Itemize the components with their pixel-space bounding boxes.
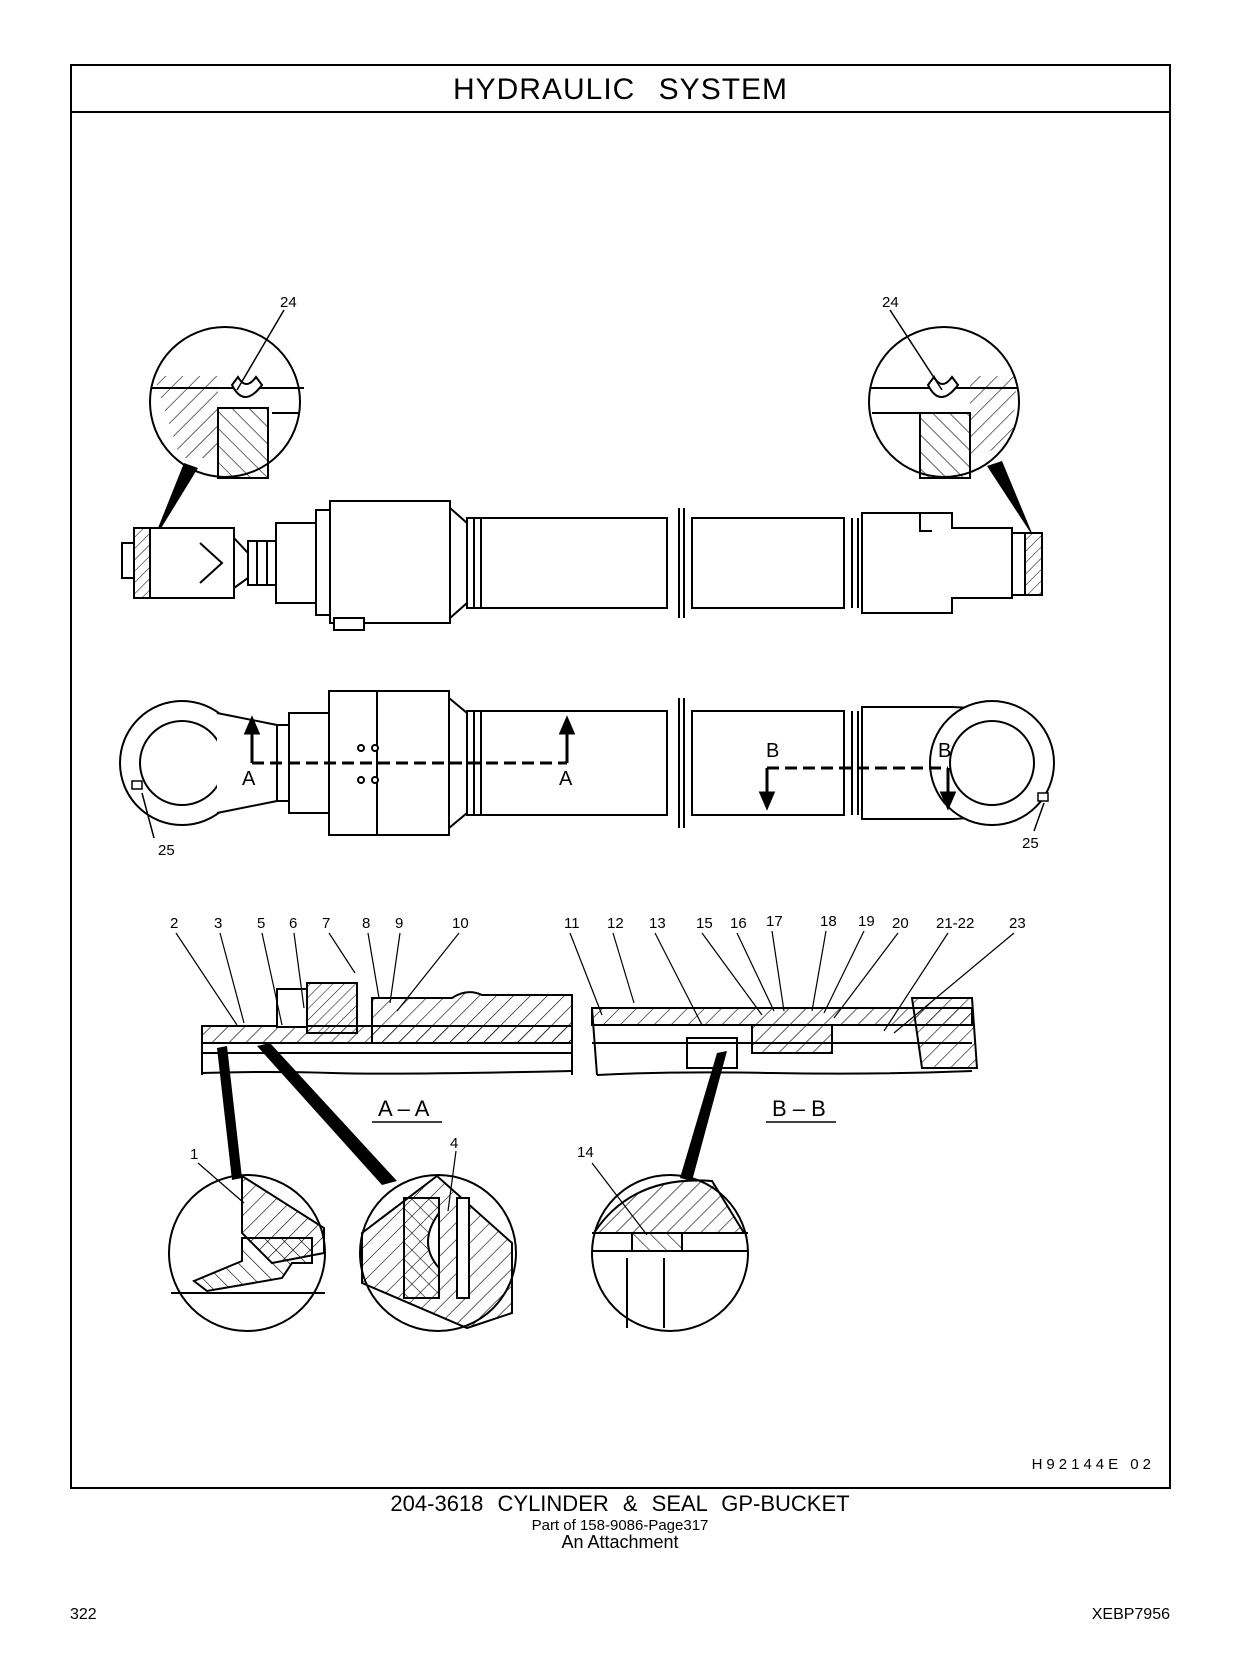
callout-9: 9: [395, 915, 403, 932]
leader-wedge-left: [152, 463, 198, 543]
callout-11: 11: [564, 915, 580, 932]
cylinder-diagram: 24 24: [119, 294, 1055, 1332]
callout-10: 10: [452, 915, 469, 932]
leader-wedge-1: [217, 1046, 242, 1180]
section-label-a-left: A: [242, 768, 256, 790]
section-bb-view: [591, 997, 979, 1076]
section-label-b-left: B: [766, 740, 779, 762]
detail-circle-24-left: [149, 326, 304, 479]
callout-19: 19: [858, 913, 875, 930]
callout-3: 3: [214, 915, 222, 932]
callout-6: 6: [289, 915, 297, 932]
callout-17: 17: [766, 913, 783, 930]
section-label-a-right: A: [559, 768, 573, 790]
page-title: HYDRAULIC SYSTEM: [452, 73, 789, 106]
cylinder-side-view: [119, 690, 1055, 836]
cylinder-top-view: [121, 500, 1043, 631]
section-cut-lines: [243, 715, 957, 811]
callout-4: 4: [450, 1135, 458, 1152]
leader-wedge-right: [987, 461, 1034, 538]
callout-23: 23: [1009, 915, 1026, 932]
figure-id: H92144E 02: [1031, 1456, 1155, 1473]
callout-16: 16: [730, 915, 747, 932]
page-number: 322: [70, 1606, 97, 1623]
callout-12: 12: [607, 915, 624, 932]
caption-subtitle: Part of 158-9086-Page317: [531, 1517, 709, 1534]
callout-14: 14: [577, 1144, 594, 1161]
leader-wedge-4: [257, 1043, 397, 1185]
detail-circle-4: [359, 1174, 517, 1332]
callout-8: 8: [362, 915, 370, 932]
caption: 204-3618 CYLINDER & SEAL GP-BUCKET Part …: [0, 1491, 1240, 1552]
callout-7: 7: [322, 915, 330, 932]
callout-5: 5: [257, 915, 265, 932]
caption-note: An Attachment: [561, 1532, 679, 1552]
callout-18: 18: [820, 913, 837, 930]
detail-circle-1: [168, 1174, 326, 1332]
section-title-bb: B – B: [772, 1096, 826, 1121]
callout-2: 2: [170, 915, 178, 932]
section-aa-view: [201, 982, 573, 1075]
header-bar: HYDRAULIC SYSTEM: [72, 66, 1169, 113]
document-code: XEBP7956: [1091, 1606, 1170, 1623]
callout-25-left: 25: [158, 842, 175, 859]
section-label-b-right: B: [938, 740, 951, 762]
callout-15: 15: [696, 915, 713, 932]
drawing-frame: HYDRAULIC SYSTEM: [70, 64, 1171, 1489]
callout-1: 1: [190, 1146, 198, 1163]
callout-24-left: 24: [280, 294, 297, 311]
callout-leaders: [175, 930, 1015, 1034]
callout-20: 20: [892, 915, 909, 932]
callout-13: 13: [649, 915, 666, 932]
callout-21-22: 21-22: [936, 915, 974, 932]
caption-title: 204-3618 CYLINDER & SEAL GP-BUCKET: [390, 1491, 850, 1516]
leader-wedge-14: [680, 1051, 727, 1181]
callout-24-right: 24: [882, 294, 899, 311]
callout-row: 2 3 5 6 7 8 9 10 11 12 13 15 16 17 18 19…: [170, 913, 1026, 932]
callout-25-right: 25: [1022, 835, 1039, 852]
detail-circle-14: [591, 1174, 749, 1332]
section-title-aa: A – A: [378, 1096, 430, 1121]
detail-circle-24-right: [868, 326, 1020, 479]
